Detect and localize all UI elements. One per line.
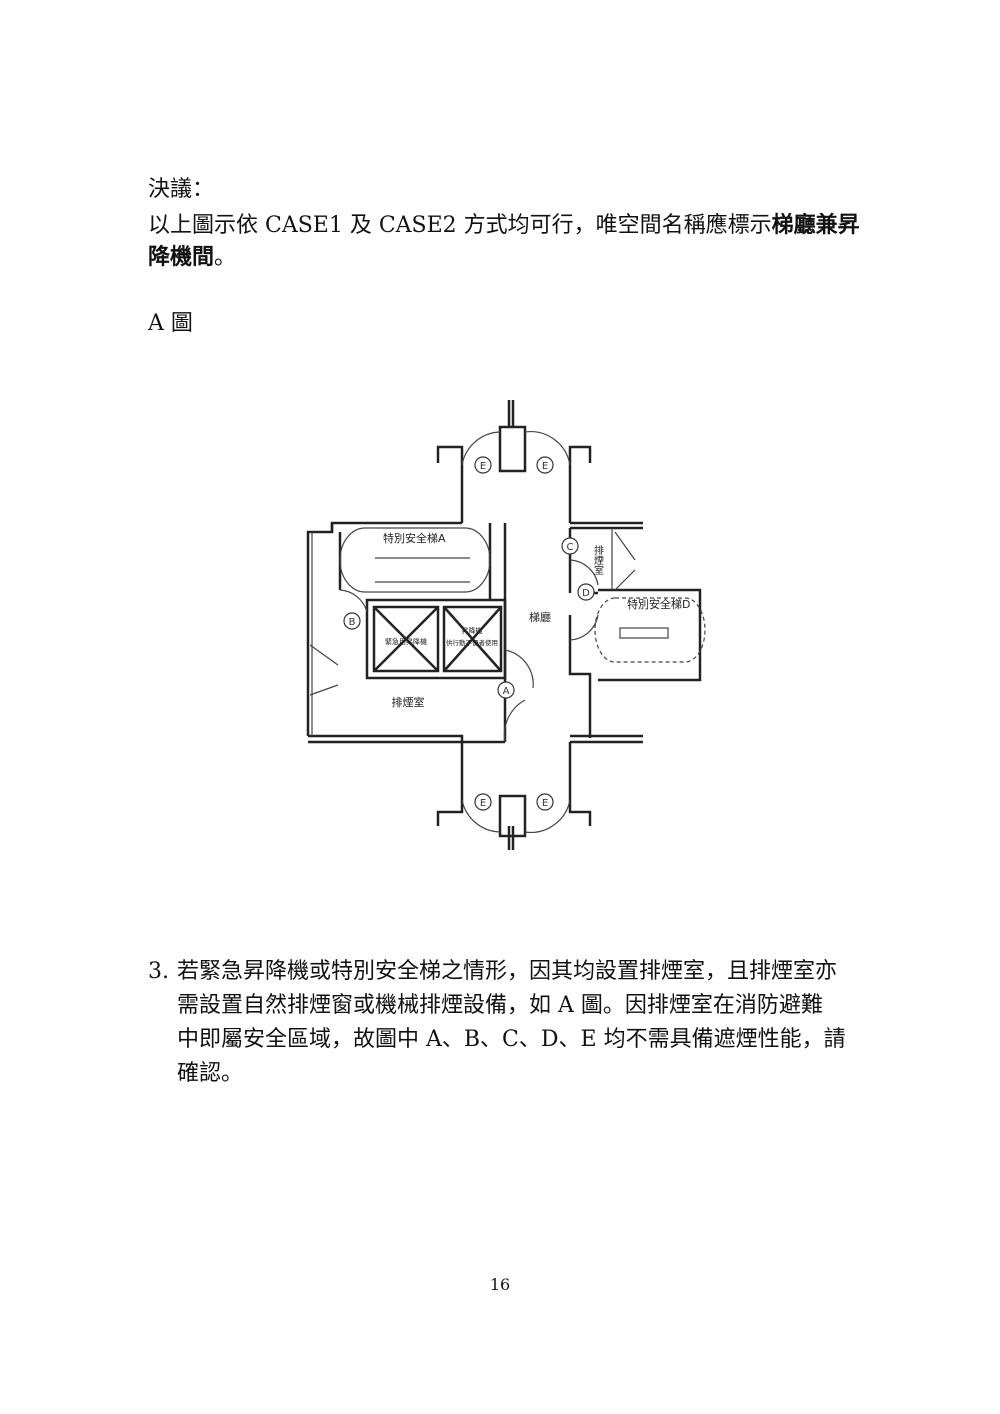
lobby-label: 梯廳: [529, 610, 551, 624]
resolution-bold-term-cont: 降機間: [148, 245, 215, 270]
stair-d-label: 特別安全梯D: [627, 597, 690, 611]
marker-c: C: [567, 542, 574, 553]
page-number: 16: [489, 1275, 511, 1294]
resolution-text: 以上圖示依 CASE1 及 CASE2 方式均可行，唯空間名稱應標示: [148, 213, 772, 238]
resolution-bold-term: 梯廳兼昇: [771, 213, 860, 238]
smoke-room-label: 排煙室: [392, 695, 425, 709]
marker-e-bottom-left: E: [480, 798, 486, 809]
smoke-room-right-label: 排煙室: [592, 544, 604, 575]
item-line: 需設置自然排煙窗或機械排煙設備，如 A 圖。因排煙室在消防避難: [177, 993, 823, 1018]
marker-e-bottom-right: E: [542, 798, 548, 809]
marker-e-top-right: E: [542, 461, 548, 472]
item-line: 中即屬安全區域，故圖中 A、B、C、D、E 均不需具備遮煙性能，請: [177, 1027, 846, 1052]
resolution-heading: 決議：: [148, 177, 215, 202]
stair-a-label: 特別安全梯A: [383, 531, 446, 545]
marker-e-top-left: E: [480, 461, 486, 472]
elevator-2-label-1: 昇降機: [462, 626, 483, 635]
marker-d: D: [582, 588, 590, 599]
item-line: 確認。: [177, 1061, 244, 1086]
resolution-line-1: 以上圖示依 CASE1 及 CASE2 方式均可行，唯空間名稱應標示梯廳兼昇: [148, 208, 860, 244]
resolution-end: 。: [214, 245, 237, 270]
item-number: 3.: [148, 959, 169, 984]
marker-b: B: [349, 617, 356, 628]
marker-a: A: [503, 686, 510, 697]
resolution-line-2: 降機間。: [148, 240, 236, 276]
item-line: 若緊急昇降機或特別安全梯之情形，因其均設置排煙室，且排煙室亦: [177, 959, 838, 984]
emergency-elevator-label: 緊急用昇降機: [385, 637, 427, 646]
figure-caption: A 圖: [148, 311, 193, 336]
elevator-2-label-2: 供行動不便者使用: [446, 638, 498, 647]
